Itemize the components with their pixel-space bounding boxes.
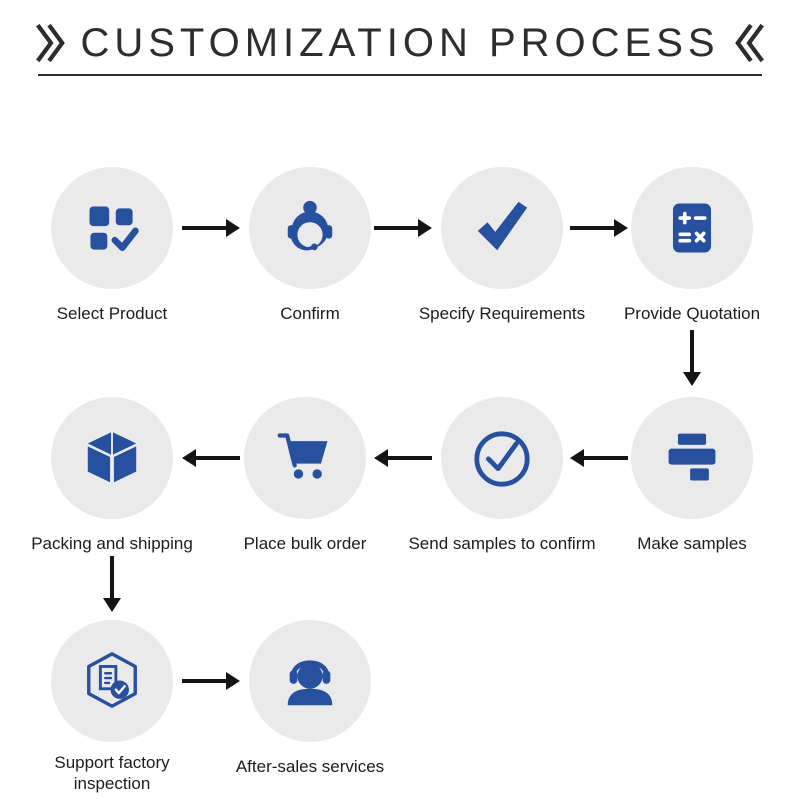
step-label: Send samples to confirm	[408, 534, 596, 553]
step-node-place-bulk-order: Place bulk order	[244, 397, 366, 553]
step-node-factory-inspection: Support factory inspection	[51, 620, 173, 793]
title-divider	[38, 74, 762, 76]
step-node-confirm: Confirm	[249, 167, 371, 323]
arrow-left-icon	[570, 449, 628, 467]
arrow-right-icon	[182, 672, 240, 690]
shopping-cart-icon	[277, 433, 328, 479]
circle-check-icon	[474, 431, 530, 487]
customer-service-agent-icon	[287, 200, 333, 251]
step-circle	[249, 620, 371, 742]
step-circle	[631, 167, 753, 289]
arrow-right-icon	[374, 219, 432, 237]
step-node-after-sales: After-sales services	[236, 620, 384, 776]
headset-support-icon	[287, 660, 333, 706]
calculator-icon	[672, 203, 712, 253]
step-node-send-samples: Send samples to confirm	[408, 397, 596, 553]
product-grid-check-icon	[89, 206, 139, 251]
step-label: After-sales services	[235, 757, 385, 776]
step-label: Support factory inspection	[54, 753, 170, 794]
step-circle	[249, 167, 371, 289]
page-title: CUSTOMIZATION PROCESS	[80, 20, 720, 65]
step-node-specify-requirements: Specify Requirements	[419, 167, 585, 323]
step-label: Select Product	[56, 304, 168, 323]
step-circle	[441, 397, 563, 519]
step-circle	[51, 397, 173, 519]
arrow-down-icon	[683, 330, 701, 386]
step-node-make-samples: Make samples	[631, 397, 753, 553]
step-label: Make samples	[637, 534, 747, 553]
arrow-down-icon	[103, 556, 121, 612]
step-circle	[441, 167, 563, 289]
printer-icon	[668, 433, 716, 481]
step-label: Provide Quotation	[623, 304, 761, 323]
step-label: Packing and shipping	[31, 534, 193, 553]
step-node-select-product: Select Product	[51, 167, 173, 323]
step-node-packing-shipping: Packing and shipping	[31, 397, 193, 553]
step-circle	[631, 397, 753, 519]
step-node-provide-quotation: Provide Quotation	[624, 167, 760, 323]
factory-inspection-icon	[87, 652, 137, 708]
title-row: CUSTOMIZATION PROCESS	[0, 14, 800, 72]
step-label: Place bulk order	[243, 534, 367, 553]
step-label: Confirm	[280, 304, 340, 323]
step-circle	[51, 167, 173, 289]
checkmark-icon	[477, 201, 528, 251]
package-box-icon	[87, 431, 137, 483]
double-chevron-left-icon	[734, 23, 764, 63]
arrow-right-icon	[570, 219, 628, 237]
arrow-right-icon	[182, 219, 240, 237]
arrow-left-icon	[374, 449, 432, 467]
arrow-left-icon	[182, 449, 240, 467]
double-chevron-right-icon	[36, 23, 66, 63]
step-label: Specify Requirements	[418, 304, 586, 323]
step-circle	[51, 620, 173, 742]
step-circle	[244, 397, 366, 519]
